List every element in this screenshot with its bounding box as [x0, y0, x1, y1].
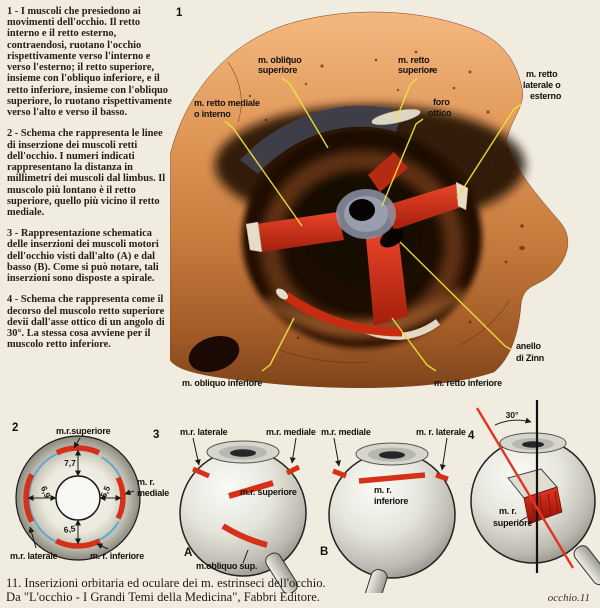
leader-lines: [224, 77, 523, 372]
label3a-mediale: m.r. mediale: [266, 427, 316, 437]
label3b-laterale: m. r. laterale: [416, 427, 466, 437]
leader3b-laterale: [439, 437, 448, 471]
label-foro-ottico-2: ottico: [428, 108, 452, 118]
figure3-number: 3: [153, 429, 159, 441]
superior-tendon: [371, 108, 421, 126]
paragraph-1: 1 - I muscoli che presiedono ai moviment…: [7, 6, 172, 119]
label3a-obliquo: m.obliquo sup.: [196, 561, 257, 571]
superior-rectus-muscle: [368, 152, 408, 192]
label3b-inferiore: m. r.: [374, 485, 392, 495]
figure1-labels: m. obliquo superiore m. retto superiore …: [182, 55, 562, 388]
page-reference: occhio.11: [547, 592, 590, 604]
caption-line-2: Da "L'occhio - I Grandi Temi della Medic…: [6, 590, 320, 605]
muscle-band-4: [507, 468, 563, 525]
label-retto-laterale-3: esterno: [530, 91, 562, 101]
lateral-rectus-muscle: [384, 184, 464, 230]
medial-tendon: [245, 221, 263, 253]
label-retto-superiore: m. retto: [398, 55, 430, 65]
label3b-mediale: m.r. mediale: [321, 427, 371, 437]
label2-mediale-2: mediale: [137, 488, 169, 498]
pupil-4: [522, 441, 544, 448]
left-text-column: 1 - I muscoli che presiedono ai moviment…: [7, 6, 173, 361]
eyeball-bottom-view: [328, 451, 456, 579]
insertion-laterale: [23, 473, 35, 523]
distance-laterale: 6,9: [39, 485, 53, 500]
leader2-mediale: [124, 489, 135, 496]
superior-oblique-muscle: [240, 105, 402, 174]
angle-arc-arrow: [494, 417, 532, 426]
distance-mediale: 5,5: [98, 484, 112, 499]
limbus-circle: [55, 475, 101, 521]
figure4-diagram: 4 30° m. r. superiore: [468, 400, 600, 586]
inferior-oblique-muscle: [283, 292, 403, 337]
label-retto-inferiore: m. retto inferiore: [434, 378, 502, 388]
optic-nerve-b: [362, 569, 388, 593]
figure2-number: 2: [12, 422, 18, 434]
leader2-laterale: [28, 526, 37, 549]
optic-nerve-a: [265, 552, 298, 593]
label3a-superiore: m.r. superiore: [240, 487, 297, 497]
label-anello-di-zinn-2: di Zinn: [516, 353, 544, 363]
figure2-diagram: 7,7 5,5 6,9 6,5 2 m.r.superiore m. r. me…: [10, 422, 170, 561]
inferior-oblique-tendon: [276, 288, 288, 300]
figure3b-diagram: m.r. mediale m. r. laterale m. r. inferi…: [320, 427, 466, 593]
red-insertions-a: [191, 464, 301, 548]
paragraph-3: 3 - Rappresentazione schematica delle in…: [7, 228, 159, 285]
label-obliquo-inferiore: m. obliquo inferiore: [182, 378, 262, 388]
insertion-mediale: [115, 476, 126, 520]
pupil-a: [230, 449, 256, 457]
red-insertions-b: [332, 468, 449, 484]
angle-label: 30°: [506, 410, 519, 420]
optic-nerve-4: [573, 545, 600, 586]
label4-superiore-2: superiore: [493, 518, 532, 528]
figure4-number: 4: [468, 430, 475, 442]
label2-superiore: m.r.superiore: [56, 426, 111, 436]
leader3b-mediale: [333, 437, 341, 467]
schematic-diagrams: 7,7 5,5 6,9 6,5 2 m.r.superiore m. r. me…: [10, 400, 600, 593]
label-retto-mediale: m. retto mediale: [194, 98, 260, 108]
distance-inferiore: 6,5: [63, 523, 76, 535]
label2-inferiore: m. r. inferiore: [90, 551, 144, 561]
label2-laterale: m.r. laterale: [10, 551, 58, 561]
pupil-b: [379, 451, 405, 459]
medial-rectus-muscle: [256, 212, 344, 252]
leader3a-obliquo: [242, 549, 249, 564]
leader3a-mediale: [289, 437, 297, 464]
label2-mediale: m. r.: [137, 477, 155, 487]
muscle-axis-line: [475, 407, 575, 569]
figure-caption: 11. Inserizioni orbitaria ed oculare dei…: [6, 576, 566, 604]
label-obliquo-superiore-2: superiore: [258, 65, 297, 75]
label3a-laterale: m.r. laterale: [180, 427, 228, 437]
optic-foramen: [349, 199, 375, 221]
muscles-group: [240, 105, 469, 340]
caption-line-1: 11. Inserizioni orbitaria ed oculare dei…: [6, 576, 326, 590]
insertion-inferiore: [54, 538, 102, 549]
leader4-superiore: [519, 516, 528, 522]
label-retto-laterale: m. retto: [526, 69, 558, 79]
leader2-inferiore: [96, 543, 109, 550]
label-retto-laterale-2: laterale o: [523, 80, 561, 90]
figure1-number: 1: [176, 7, 183, 19]
bone-texture-dots: [248, 50, 525, 340]
paragraph-4: 4 - Schema che rappresenta come il decor…: [7, 294, 165, 351]
figure3a-diagram: 3 m.r. laterale m.r. mediale m.r. superi…: [153, 427, 316, 593]
distance-arrows: [27, 449, 122, 545]
leader3a-laterale: [192, 437, 201, 466]
label4-superiore: m. r.: [499, 506, 517, 516]
inferior-rectus-muscle: [366, 232, 408, 326]
label-foro-ottico: foro: [433, 97, 450, 107]
paragraph-2: 2 - Schema che rappresenta le linee di i…: [7, 128, 166, 218]
label-retto-superiore-2: superiore: [398, 65, 437, 75]
view-b-letter: B: [320, 546, 328, 558]
orbit-illustration: 1 m. obliquo superiore m. retto superior…: [170, 7, 568, 388]
label3b-inferiore-2: inferiore: [374, 496, 408, 506]
nasal-opening: [188, 335, 240, 373]
leader2-superiore: [73, 437, 81, 449]
view-a-letter: A: [184, 547, 192, 559]
label-obliquo-superiore: m. obliquo: [258, 55, 302, 65]
orbital-fissure: [380, 228, 404, 248]
label-retto-mediale-2: o interno: [194, 109, 231, 119]
distance-superiore: 7,7: [64, 458, 76, 468]
label-anello-di-zinn: anello: [516, 341, 542, 351]
